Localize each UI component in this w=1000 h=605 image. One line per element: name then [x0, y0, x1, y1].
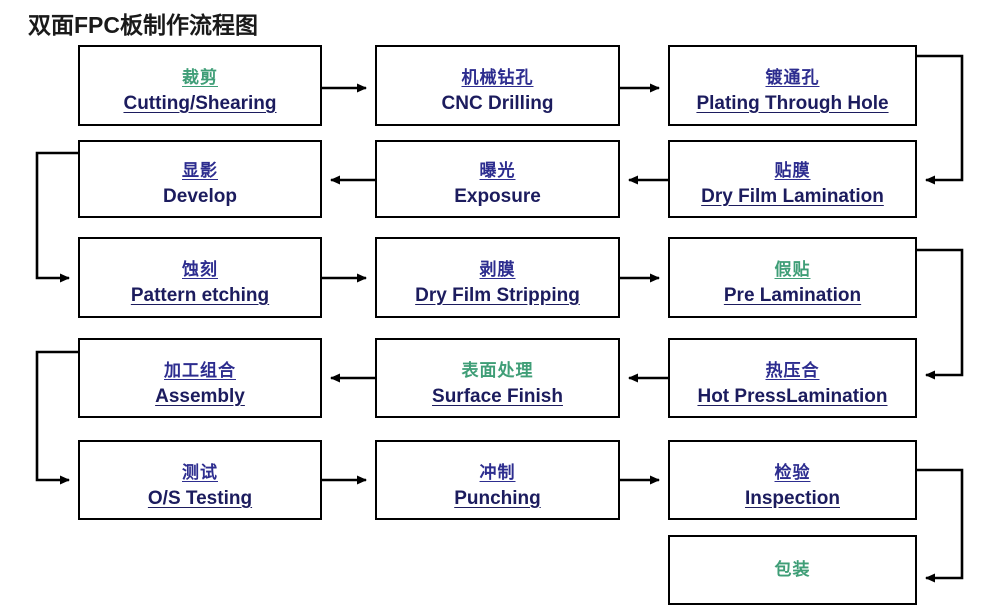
node-pattern-etching-label-en: Pattern etching — [130, 285, 270, 306]
flowchart-canvas: 双面FPC板制作流程图 — [28, 12, 964, 605]
node-punching-label-en: Punching — [454, 488, 541, 509]
node-surface-finish-label-cn: 表面处理 — [461, 361, 534, 380]
node-dry-film-stripping-label-cn: 剥膜 — [479, 260, 516, 279]
node-plating-through-hole-label-cn: 镀通孔 — [765, 68, 820, 87]
node-hot-press-lamination-label-en: Hot PressLamination — [697, 386, 888, 407]
node-packing-label-cn: 包装 — [774, 560, 811, 579]
node-dry-film-lamination-label-cn: 贴膜 — [774, 161, 811, 180]
node-os-testing-label-cn: 测试 — [182, 463, 218, 482]
node-cutting-label-cn: 裁剪 — [182, 68, 218, 87]
node-inspection-label-cn: 检验 — [774, 463, 811, 482]
connector-prelam-to-hotpress — [917, 248, 964, 380]
node-punching-label-cn: 冲制 — [479, 463, 516, 482]
node-plating-through-hole-label-en: Plating Through Hole — [696, 93, 889, 114]
node-dry-film-lamination-label-en: Dry Film Lamination — [701, 186, 884, 207]
node-cnc-drilling-label-cn: 机械钻孔 — [461, 68, 534, 87]
node-pattern-etching[interactable]: 蚀刻 Pattern etching — [78, 237, 322, 318]
node-os-testing[interactable]: 测试 O/S Testing — [78, 440, 322, 520]
node-dry-film-stripping-label-en: Dry Film Stripping — [415, 285, 580, 306]
node-os-testing-label-en: O/S Testing — [147, 488, 253, 509]
node-cutting[interactable]: 裁剪 Cutting/Shearing — [78, 45, 322, 126]
node-assembly[interactable]: 加工组合 Assembly — [78, 338, 322, 418]
node-plating-through-hole[interactable]: 镀通孔 Plating Through Hole — [668, 45, 917, 126]
node-inspection-label-en: Inspection — [744, 488, 840, 509]
node-surface-finish[interactable]: 表面处理 Surface Finish — [375, 338, 620, 418]
node-cnc-drilling-label-en: CNC Drilling — [441, 93, 554, 114]
node-develop-label-cn: 显影 — [182, 161, 218, 180]
node-punching[interactable]: 冲制 Punching — [375, 440, 620, 520]
node-assembly-label-en: Assembly — [155, 386, 245, 407]
node-surface-finish-label-en: Surface Finish — [432, 386, 563, 407]
node-exposure-label-en: Exposure — [454, 186, 541, 207]
node-inspection[interactable]: 检验 Inspection — [668, 440, 917, 520]
node-assembly-label-cn: 加工组合 — [164, 361, 236, 380]
node-exposure[interactable]: 曝光 Exposure — [375, 140, 620, 218]
node-dry-film-lamination[interactable]: 贴膜 Dry Film Lamination — [668, 140, 917, 218]
node-dry-film-stripping[interactable]: 剥膜 Dry Film Stripping — [375, 237, 620, 318]
node-hot-press-lamination[interactable]: 热压合 Hot PressLamination — [668, 338, 917, 418]
node-pre-lamination[interactable]: 假贴 Pre Lamination — [668, 237, 917, 318]
node-develop[interactable]: 显影 Develop — [78, 140, 322, 218]
page-title: 双面FPC板制作流程图 — [28, 12, 258, 38]
node-hot-press-lamination-label-cn: 热压合 — [765, 361, 820, 380]
node-pre-lamination-label-en: Pre Lamination — [723, 285, 862, 306]
connector-develop-to-etching — [35, 151, 78, 283]
connector-assembly-to-ostest — [35, 350, 78, 485]
node-cnc-drilling[interactable]: 机械钻孔 CNC Drilling — [375, 45, 620, 126]
node-packing[interactable]: 包装 — [668, 535, 917, 605]
node-exposure-label-cn: 曝光 — [479, 161, 516, 180]
node-pattern-etching-label-cn: 蚀刻 — [182, 260, 218, 279]
connector-pth-to-dfl — [917, 54, 964, 185]
node-develop-label-en: Develop — [163, 186, 237, 207]
connector-inspection-to-packing — [917, 468, 964, 583]
node-pre-lamination-label-cn: 假贴 — [774, 260, 811, 279]
node-cutting-label-en: Cutting/Shearing — [123, 93, 277, 114]
